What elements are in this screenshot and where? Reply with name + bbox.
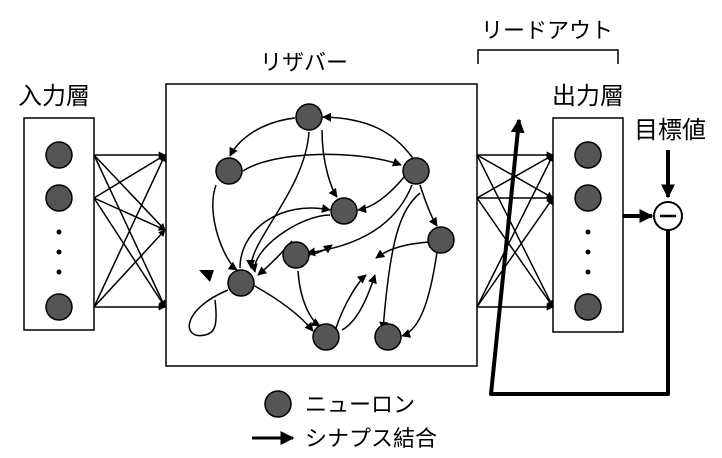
- readout-label: リードアウト: [481, 19, 613, 44]
- self-loop-arrow: [188, 289, 229, 337]
- output-layer-box: [552, 117, 624, 333]
- reservoir-label: リザバー: [260, 51, 348, 76]
- legend-synapse-label: シナプス結合: [305, 427, 437, 452]
- target-label: 目標値: [634, 116, 706, 144]
- legend-neuron-label: ニューロン: [305, 393, 415, 418]
- input-layer-label: 入力層: [18, 82, 90, 110]
- input-neuron: [45, 184, 73, 212]
- input-connections: [93, 151, 166, 311]
- reservoir-neuron: [227, 269, 255, 297]
- reservoir-neuron: [427, 226, 455, 254]
- readout-connections: [476, 151, 554, 311]
- output-ellipsis-dots: [585, 229, 591, 275]
- output-neuron: [574, 141, 602, 169]
- output-neuron: [574, 293, 602, 321]
- reservoir-neuron: [374, 323, 402, 351]
- input-neurons: [45, 141, 73, 321]
- reservoir-neuron: [330, 197, 358, 225]
- input-neuron: [45, 141, 73, 169]
- input-ellipsis-dots: [56, 229, 62, 275]
- reservoir-neuron: [215, 157, 243, 185]
- readout-bracket: [477, 49, 619, 64]
- input-layer-box: [23, 117, 95, 331]
- reservoir-neurons: [215, 103, 455, 351]
- legend-neuron-icon: [264, 390, 292, 418]
- reservoir-box: [165, 83, 478, 367]
- self-loop-arrowhead: [199, 270, 214, 282]
- reservoir-neuron: [402, 157, 430, 185]
- reservoir-neuron: [312, 323, 340, 351]
- input-neuron: [45, 293, 73, 321]
- output-layer-label: 出力層: [552, 82, 624, 110]
- feedback-error-arrow: [489, 118, 670, 396]
- reservoir-connections: [212, 112, 438, 338]
- reservoir-neuron: [282, 241, 310, 269]
- output-neurons: [574, 141, 602, 321]
- reservoir-neuron: [295, 103, 323, 131]
- output-neuron: [574, 184, 602, 212]
